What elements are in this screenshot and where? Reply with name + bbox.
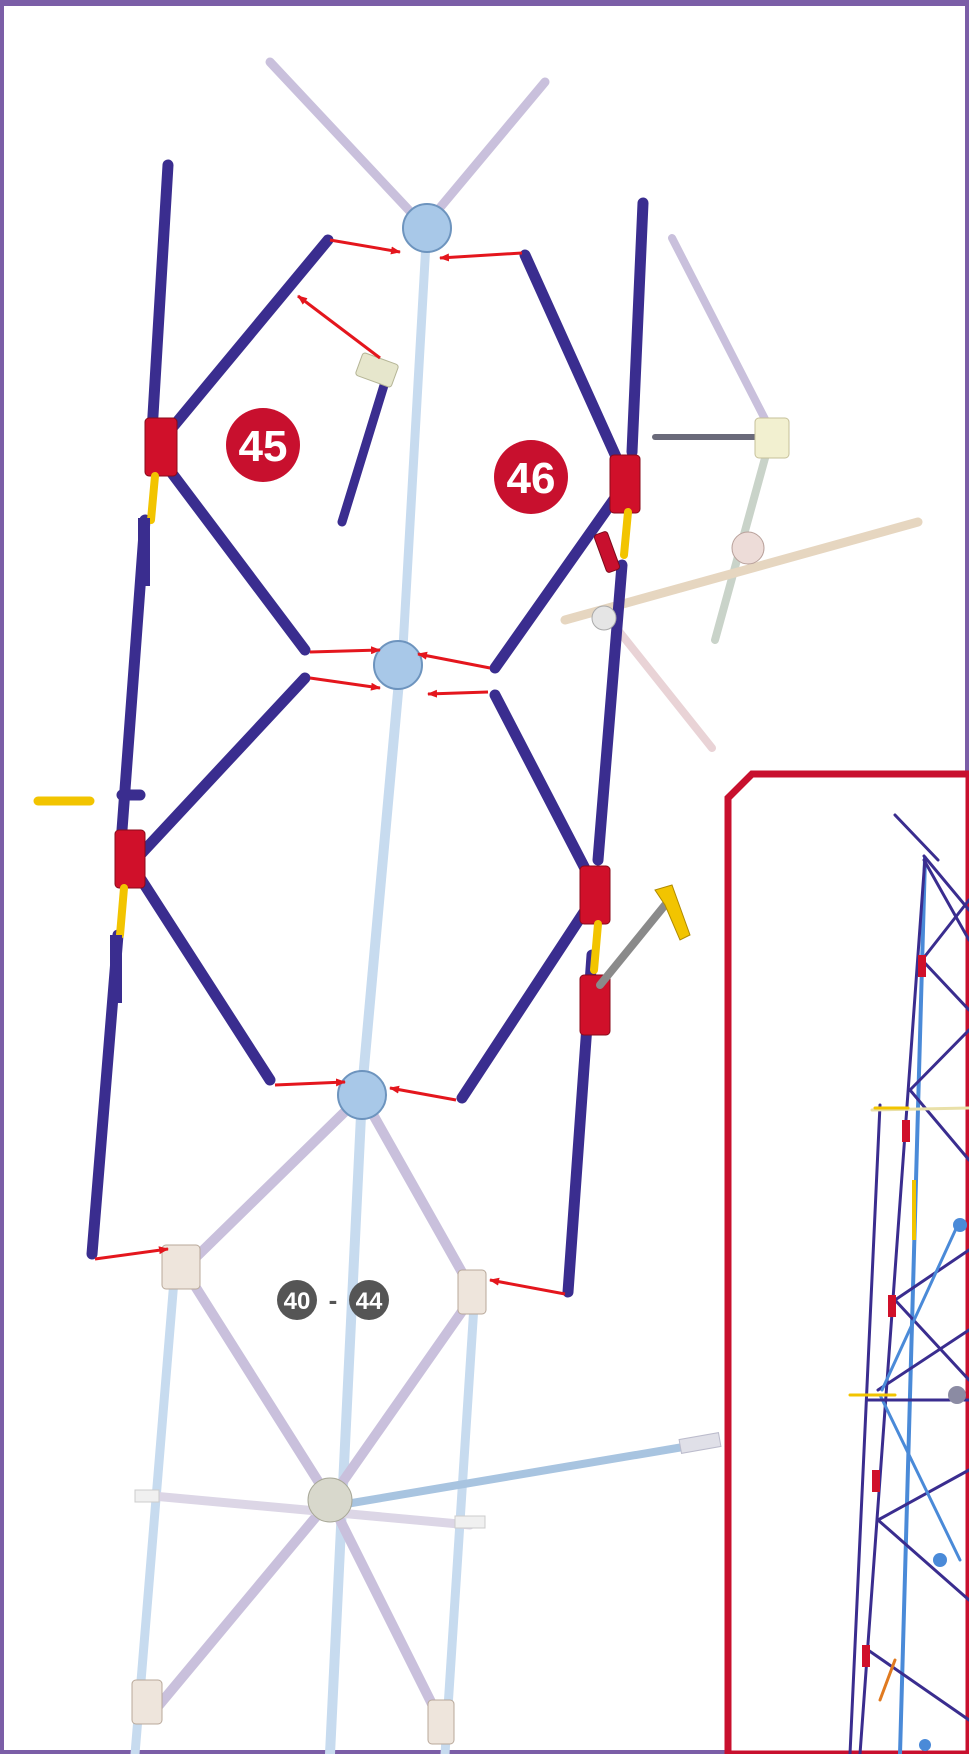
- step-46-label: 46: [507, 454, 556, 503]
- assembly-arrows: [94, 238, 566, 1296]
- step-40-label: 40: [284, 1288, 311, 1315]
- step-44-label: 44: [356, 1288, 383, 1315]
- hub-connectors: [337, 203, 452, 1120]
- overview-inset: [724, 770, 969, 1754]
- step-46-badge-circle: [494, 440, 568, 514]
- lower-connectors: [131, 1244, 487, 1745]
- step-45-badge: 45: [226, 408, 300, 482]
- step-44-badge-circle: [349, 1280, 389, 1320]
- ghost-connectors: [355, 352, 790, 631]
- center-rod: [325, 220, 432, 1754]
- step-range-separator: -: [329, 1285, 338, 1315]
- top-border-bar: [0, 0, 969, 6]
- previous-steps-badge: 40 - 44: [277, 1280, 389, 1320]
- step-45-label: 45: [239, 422, 288, 471]
- yellow-connectors: [33, 472, 691, 1003]
- step-40-badge-circle: [277, 1280, 317, 1320]
- step-46-badge: 46: [494, 440, 568, 514]
- red-connectors: [114, 417, 641, 1036]
- step-45-badge-circle: [226, 408, 300, 482]
- inset-tower: [848, 813, 969, 1754]
- lower-structure: [130, 1090, 722, 1754]
